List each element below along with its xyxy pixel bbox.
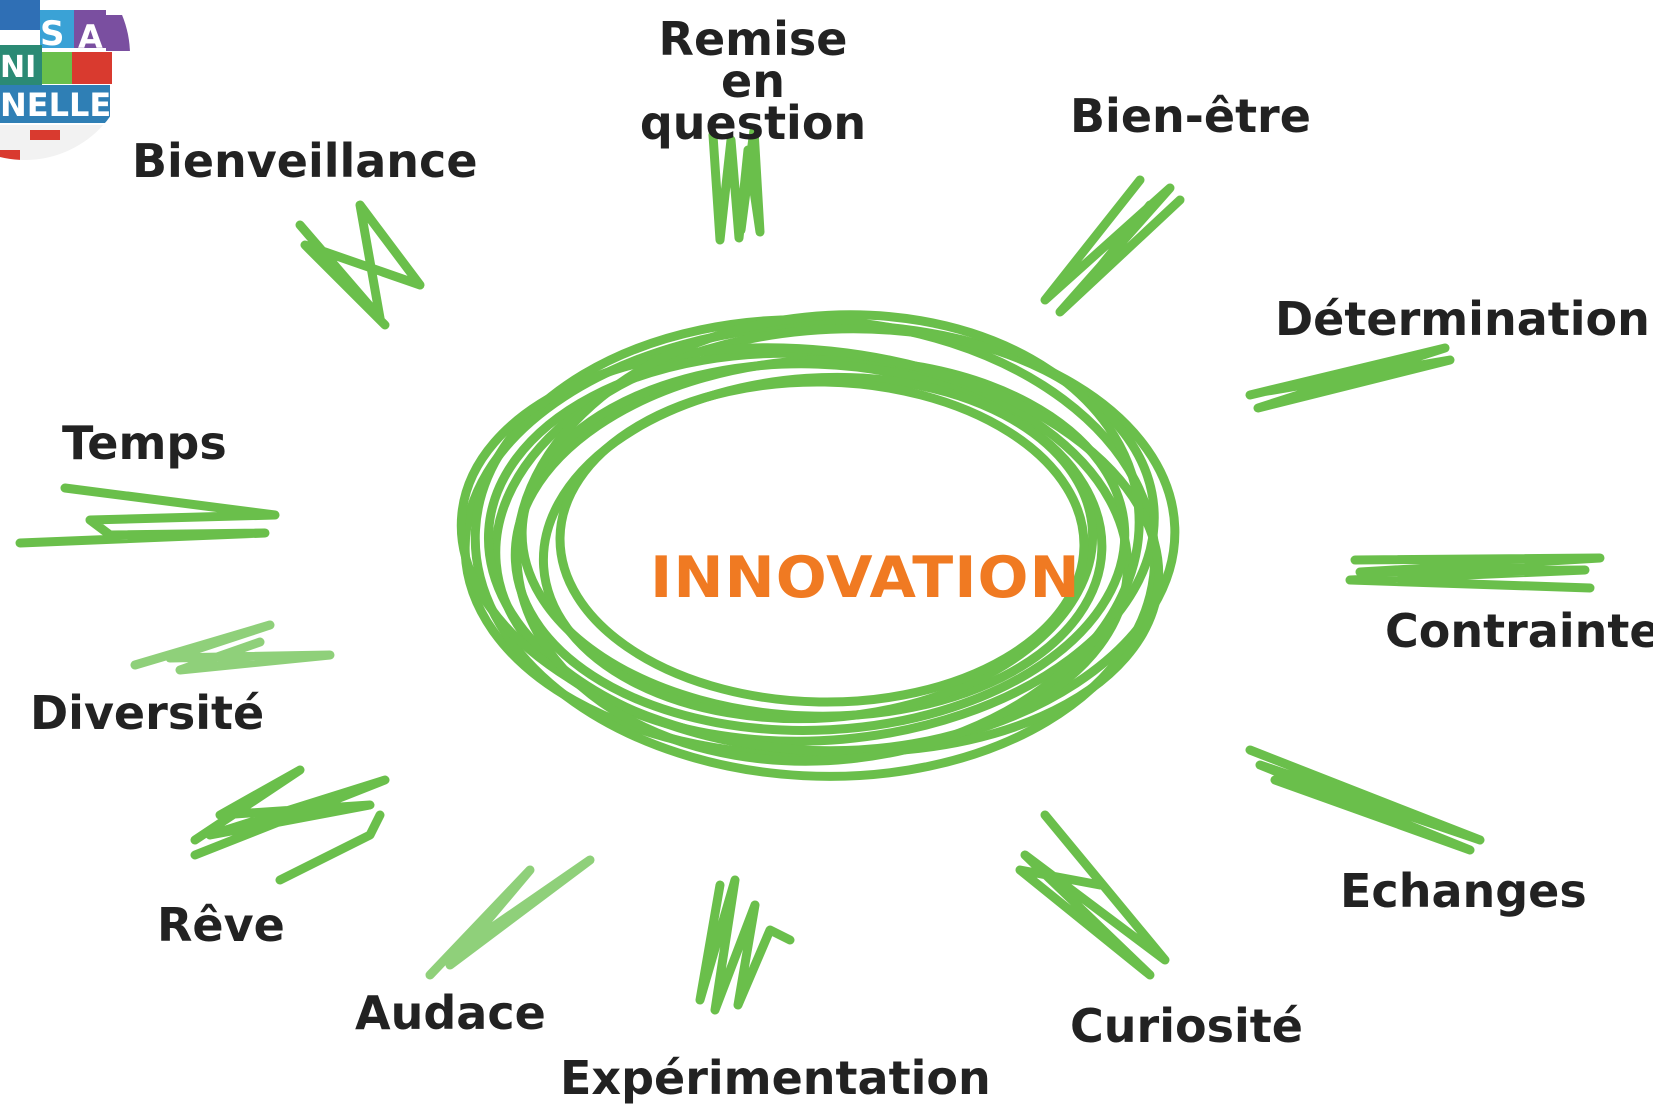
label-temps: Temps [62, 416, 227, 470]
center-scribble-ellipse [456, 310, 1180, 781]
ray-bienetre [1040, 175, 1185, 317]
ray-reve-b [275, 810, 385, 885]
ray-audace [425, 855, 595, 980]
ray-echanges [1245, 745, 1485, 855]
center-title: INNOVATION [650, 544, 1081, 612]
ray-determination [1245, 343, 1455, 413]
logo-letters-ni: NI [0, 50, 37, 85]
ray-temps [15, 483, 280, 548]
label-bien-etre: Bien-être [1070, 89, 1311, 143]
ray-remise [708, 125, 765, 245]
ray-diversite [130, 620, 335, 675]
ray-experimentation [695, 875, 795, 1015]
ray-curiosite [1015, 810, 1170, 980]
logo-letter-a: A [78, 18, 103, 56]
label-contrainte: Contrainte [1385, 604, 1653, 658]
label-echanges: Echanges [1340, 864, 1587, 918]
label-experimentation: Expérimentation [560, 1051, 991, 1105]
label-audace: Audace [355, 986, 546, 1040]
label-determination: Détermination [1275, 292, 1650, 346]
ray-reve [190, 765, 390, 860]
logo-badge [0, 0, 130, 160]
ray-bienveillance [295, 200, 425, 330]
label-bienveillance: Bienveillance [132, 134, 478, 188]
label-reve: Rêve [157, 898, 285, 952]
ray-contrainte [1345, 553, 1605, 593]
logo-letters: S A NI NELLE [0, 0, 130, 165]
logo-letters-nelle: NELLE [0, 86, 112, 124]
radiating-strokes [15, 125, 1605, 1015]
label-remise-en-question: Remise en question [639, 12, 867, 150]
label-curiosite: Curiosité [1070, 999, 1303, 1053]
logo-letter-s: S [40, 14, 65, 54]
label-diversite: Diversité [30, 686, 265, 740]
